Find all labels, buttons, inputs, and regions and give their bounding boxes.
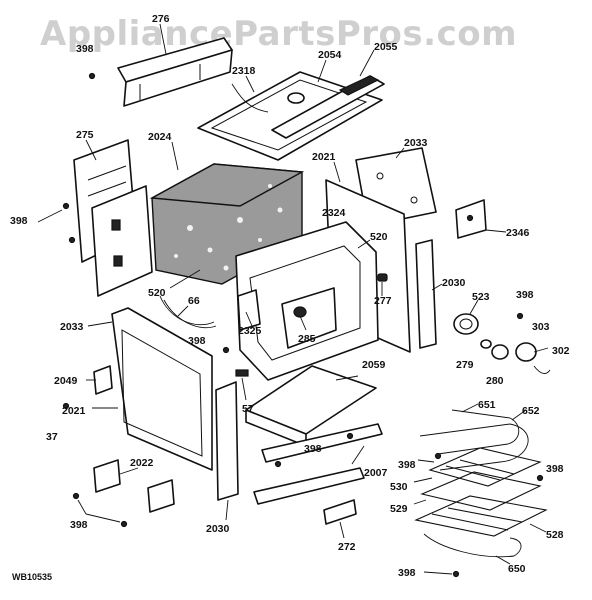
callout-280: 280 [486,375,504,387]
callout-650: 650 [508,563,526,575]
callout-labels: 276 398 2318 2054 2055 275 2024 2021 203… [10,13,570,582]
callout-528: 528 [546,529,564,541]
callout-398-a: 398 [76,43,94,55]
callout-2059: 2059 [362,359,386,371]
callout-285: 285 [298,333,316,345]
callout-398-g: 398 [546,463,564,475]
callout-398-c: 398 [516,289,534,301]
callout-520-b: 520 [370,231,388,243]
part-2022-brackets [93,459,175,513]
part-lower-trim [253,467,365,505]
callout-652: 652 [522,405,540,417]
callout-57: 57 [242,403,254,415]
part-652-broil-element [419,423,529,471]
part-2055-vent-duct [271,75,385,139]
callout-37: 37 [46,431,58,443]
callout-277: 277 [374,295,392,307]
part-66-wire-harness [159,295,217,329]
callout-398-d: 398 [188,335,206,347]
callout-2318: 2318 [232,65,256,77]
part-57-clip [235,369,249,377]
callout-2324: 2324 [322,207,346,219]
part-529-rack [420,471,542,511]
callout-398-b: 398 [10,215,28,227]
leader-lines [37,23,549,575]
part-650-element [423,533,522,558]
callout-66: 66 [188,295,200,307]
callout-302: 302 [552,345,570,357]
screw-icons [62,72,544,578]
callout-2024: 2024 [148,131,172,143]
callout-2049: 2049 [54,375,78,387]
part-2033-side-panel-left [111,307,213,471]
part-530-rack [428,447,542,487]
watermark: AppliancePartsPros.com [40,14,518,54]
part-2049-block [93,365,113,395]
part-528-rack [414,495,548,537]
diagram-code: WB10535 [12,572,52,582]
part-side-frame [91,185,153,297]
part-280-bulb [491,344,509,360]
callout-303: 303 [532,321,550,333]
part-523-socket [453,313,479,335]
callout-398-i: 398 [398,567,416,579]
callout-398-f: 398 [398,459,416,471]
callout-2054: 2054 [318,49,342,61]
part-302-retainer [533,365,551,374]
callout-2033-a: 2033 [404,137,428,149]
part-279-clip [480,339,492,349]
callout-398-e: 398 [304,443,322,455]
callout-2055: 2055 [374,41,398,53]
callout-272: 272 [338,541,356,553]
callout-523: 523 [472,291,490,303]
callout-279: 279 [456,359,474,371]
callout-2030-a: 2030 [442,277,466,289]
callout-2022: 2022 [130,457,154,469]
part-651-bake-element [437,409,520,455]
callout-275: 275 [76,129,94,141]
part-277-component [377,273,388,282]
callout-2030-b: 2030 [206,523,230,535]
callout-530: 530 [390,481,408,493]
callout-651: 651 [478,399,496,411]
callout-2346: 2346 [506,227,530,239]
callout-2033-b: 2033 [60,321,84,333]
callout-2007: 2007 [364,467,388,479]
part-303-lens [515,342,537,362]
callout-2021-b: 2021 [62,405,86,417]
part-276-top-trim [117,37,233,107]
part-272-vent [323,499,357,525]
part-2007-kick-panel [261,423,383,463]
part-2346-bracket [455,199,487,239]
callout-2325: 2325 [238,325,262,337]
callout-529: 529 [390,503,408,515]
part-520-oven-liner [235,221,379,381]
callout-276: 276 [152,13,170,25]
callout-2021-a: 2021 [312,151,336,163]
part-2325-hinge [237,289,261,331]
part-2030-front-trim-lower [215,381,239,501]
callout-398-h: 398 [70,519,88,531]
callout-520-a: 520 [148,287,166,299]
part-2030-side-trim-right [415,239,437,349]
